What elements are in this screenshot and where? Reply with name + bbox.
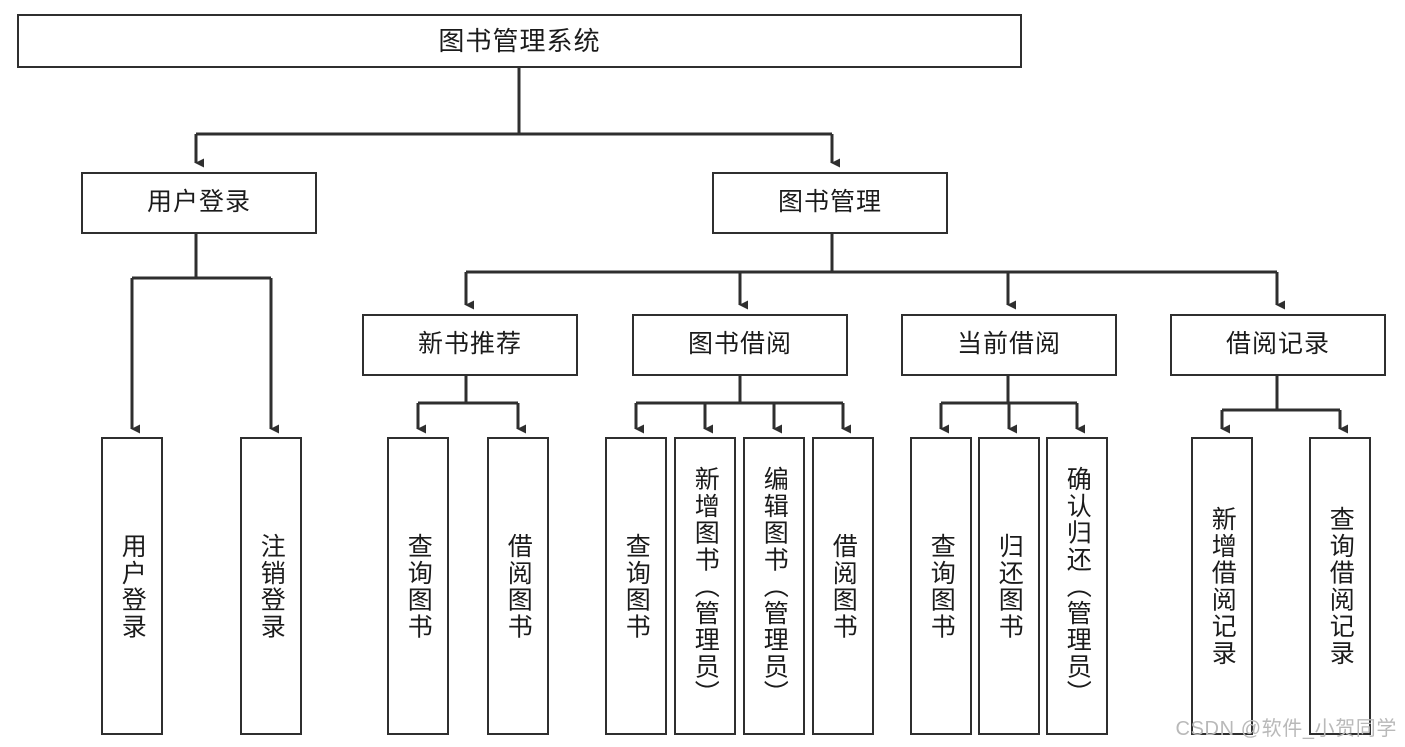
- node-label: 归还图书: [995, 532, 1024, 640]
- leaf-new-book-borrow-books[interactable]: 借阅图书: [487, 437, 549, 735]
- node-label: 查询图书: [404, 532, 433, 640]
- node-label: 图书管理: [777, 188, 882, 217]
- node-label: 借阅图书: [504, 532, 533, 640]
- leaf-borrow-record-add-record[interactable]: 新增借阅记录: [1191, 437, 1253, 735]
- node-label: 新增图书（管理员）: [691, 465, 720, 707]
- node-label: 注销登录: [257, 532, 286, 640]
- leaf-user-login-login[interactable]: 用户登录: [101, 437, 163, 735]
- leaf-user-login-logout[interactable]: 注销登录: [240, 437, 302, 735]
- node-label: 借阅记录: [1225, 330, 1330, 359]
- node-label: 编辑图书（管理员）: [760, 465, 789, 707]
- node-label: 借阅图书: [829, 532, 858, 640]
- node-label: 用户登录: [146, 188, 251, 217]
- node-label: 查询借阅记录: [1326, 505, 1355, 667]
- leaf-book-borrow-edit-book-admin[interactable]: 编辑图书（管理员）: [743, 437, 805, 735]
- node-user-login[interactable]: 用户登录: [81, 172, 317, 234]
- node-label: 新书推荐: [417, 330, 522, 359]
- node-label: 当前借阅: [956, 330, 1061, 359]
- node-label: 新增借阅记录: [1208, 505, 1237, 667]
- leaf-book-borrow-borrow-books[interactable]: 借阅图书: [812, 437, 874, 735]
- leaf-book-borrow-add-book-admin[interactable]: 新增图书（管理员）: [674, 437, 736, 735]
- node-book-management-system[interactable]: 图书管理系统: [17, 14, 1022, 68]
- node-label: 查询图书: [927, 532, 956, 640]
- leaf-new-book-query-books[interactable]: 查询图书: [387, 437, 449, 735]
- leaf-current-borrow-query-books[interactable]: 查询图书: [910, 437, 972, 735]
- node-book-borrowing[interactable]: 图书借阅: [632, 314, 848, 376]
- node-new-book-recommendation[interactable]: 新书推荐: [362, 314, 578, 376]
- node-label: 查询图书: [622, 532, 651, 640]
- node-label: 用户登录: [118, 532, 147, 640]
- node-label: 图书借阅: [687, 330, 792, 359]
- node-label: 确认归还（管理员）: [1063, 465, 1092, 707]
- csdn-watermark: CSDN @软件_小贺同学: [1175, 718, 1397, 740]
- leaf-book-borrow-query-books[interactable]: 查询图书: [605, 437, 667, 735]
- leaf-current-borrow-return-books[interactable]: 归还图书: [978, 437, 1040, 735]
- node-book-management[interactable]: 图书管理: [712, 172, 948, 234]
- node-borrowing-records[interactable]: 借阅记录: [1170, 314, 1386, 376]
- node-label: 图书管理系统: [438, 25, 601, 56]
- leaf-borrow-record-query-record[interactable]: 查询借阅记录: [1309, 437, 1371, 735]
- node-current-borrowing[interactable]: 当前借阅: [901, 314, 1117, 376]
- leaf-current-borrow-confirm-return-admin[interactable]: 确认归还（管理员）: [1046, 437, 1108, 735]
